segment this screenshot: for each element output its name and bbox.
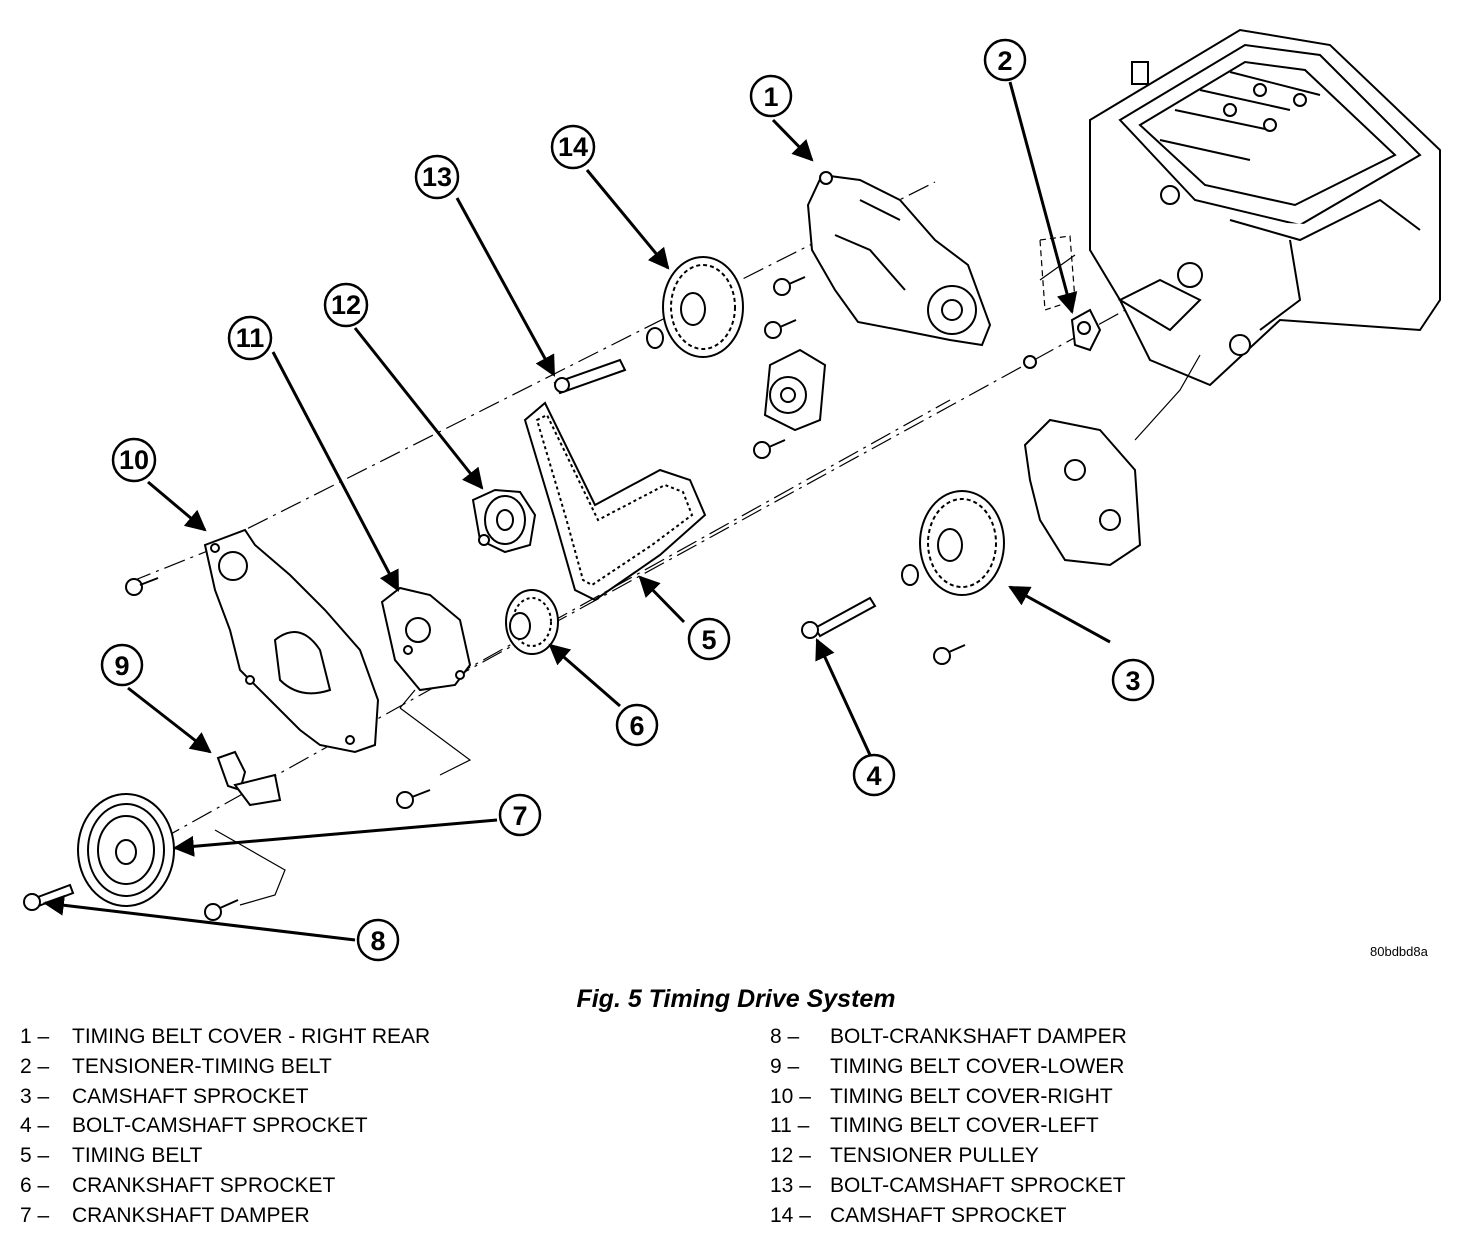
callout-label: 3 [1125,666,1140,696]
legend-left: 1 – TIMING BELT COVER - RIGHT REAR 2 – TEN… [20,1022,430,1231]
legend-item: 8 – BOLT-CRANKSHAFT DAMPER [770,1022,1127,1052]
legend-number: 11 – [770,1114,810,1138]
legend-number: 10 – [770,1084,811,1108]
legend-text: BOLT-CAMSHAFT SPROCKET [72,1114,368,1138]
legend-item: 6 – CRANKSHAFT SPROCKET [20,1171,430,1201]
legend-item: 1 – TIMING BELT COVER - RIGHT REAR [20,1022,430,1052]
legend-text: TIMING BELT COVER-RIGHT [830,1084,1113,1108]
callout-5: 5 [687,617,731,661]
callout-label: 12 [331,290,361,320]
callout-label: 14 [558,132,588,162]
tensioner-pulley [471,488,537,554]
legend-item: 11 – TIMING BELT COVER-LEFT [770,1111,1127,1141]
rear-cover [806,171,992,347]
callout-7: 7 [498,793,542,837]
exploded-diagram: 1 2 3 4 5 6 7 8 9 10 11 12 [23,28,1441,962]
legend-text: BOLT-CAMSHAFT SPROCKET [830,1173,1126,1197]
callout-arrows [42,81,1111,942]
callout-9: 9 [100,643,144,687]
legend-item: 10 – TIMING BELT COVER-RIGHT [770,1082,1127,1112]
callout-label: 1 [763,82,778,112]
legend-number: 4 – [20,1114,50,1138]
legend-item: 5 – TIMING BELT [20,1141,430,1171]
legend-item: 2 – TENSIONER-TIMING BELT [20,1052,430,1082]
timing-belt [523,401,707,602]
crankshaft-sprocket [505,589,559,655]
legend-text: TIMING BELT COVER - RIGHT REAR [72,1025,431,1048]
camshaft-sprocket-3 [901,490,1005,596]
belt-tensioner [1023,235,1102,369]
legend-text: CRANKSHAFT SPROCKET [72,1173,336,1197]
lead-lines [214,254,1201,906]
callout-2: 2 [983,38,1027,82]
legend-number: 2 – [20,1054,50,1078]
legend-number: 14 – [770,1203,811,1227]
callout-label: 6 [629,711,644,741]
pump-housing [763,348,827,432]
legend-number: 8 – [770,1025,800,1048]
callout-11: 11 [227,315,273,361]
centerlines [129,181,1181,841]
legend-text: CAMSHAFT SPROCKET [72,1084,309,1108]
legend-text: CRANKSHAFT DAMPER [72,1203,310,1227]
callout-13: 13 [414,154,460,200]
legend-item: 9 – TIMING BELT COVER-LOWER [770,1052,1127,1082]
legend-number: 5 – [20,1144,50,1168]
legend-item: 3 – CAMSHAFT SPROCKET [20,1082,430,1112]
callout-14: 14 [550,124,596,170]
camshaft-sprocket-14 [646,256,744,358]
legend-text: BOLT-CRANKSHAFT DAMPER [830,1025,1127,1048]
callout-1: 1 [749,74,793,118]
callout-4: 4 [852,753,896,797]
callout-label: 13 [422,162,452,192]
legend-number: 1 – [20,1025,50,1048]
callout-label: 7 [512,801,527,831]
legend-number: 3 – [20,1084,50,1108]
callout-label: 9 [114,651,129,681]
figure-caption: Fig. 5 Timing Drive System [576,985,896,1013]
callout-8: 8 [356,918,400,962]
legend-item: 12 – TENSIONER PULLEY [770,1141,1127,1171]
legend-item: 7 – CRANKSHAFT DAMPER [20,1201,430,1231]
engine-block [1089,28,1441,387]
callout-label: 11 [236,323,265,353]
legend-item: 13 – BOLT-CAMSHAFT SPROCKET [770,1171,1127,1201]
callout-label: 5 [701,625,716,655]
bolts [23,276,966,921]
legend-text: TIMING BELT COVER-LEFT [830,1114,1099,1138]
legend-text: TENSIONER PULLEY [830,1144,1039,1168]
legend-text: TENSIONER-TIMING BELT [72,1054,332,1078]
cam-bracket [1023,418,1142,567]
legend-item: 14 – CAMSHAFT SPROCKET [770,1201,1127,1231]
legend-number: 7 – [20,1203,50,1227]
left-cover [380,586,472,692]
crankshaft-damper [77,793,175,907]
legend-number: 6 – [20,1173,50,1197]
legend-text: TIMING BELT COVER-LOWER [830,1054,1125,1078]
callout-12: 12 [323,282,369,328]
lower-cover [216,750,282,807]
callout-label: 2 [997,46,1012,76]
right-cover [203,528,380,754]
callout-label: 8 [370,926,385,956]
callout-label: 10 [119,445,149,475]
legend-right: 8 – BOLT-CRANKSHAFT DAMPER 9 – TIMING BELT… [770,1022,1127,1231]
legend-number: 13 – [770,1173,811,1197]
figure-id: 80bdbd8a [1370,944,1428,959]
legend-item: 4 – BOLT-CAMSHAFT SPROCKET [20,1111,430,1141]
callout-10: 10 [111,437,157,483]
callout-label: 4 [866,761,881,791]
legend-number: 12 – [770,1144,811,1168]
legend-text: TIMING BELT [72,1144,203,1168]
callout-6: 6 [615,703,659,747]
legend-text: CAMSHAFT SPROCKET [830,1203,1067,1227]
callout-3: 3 [1111,658,1155,702]
legend-number: 9 – [770,1054,800,1078]
